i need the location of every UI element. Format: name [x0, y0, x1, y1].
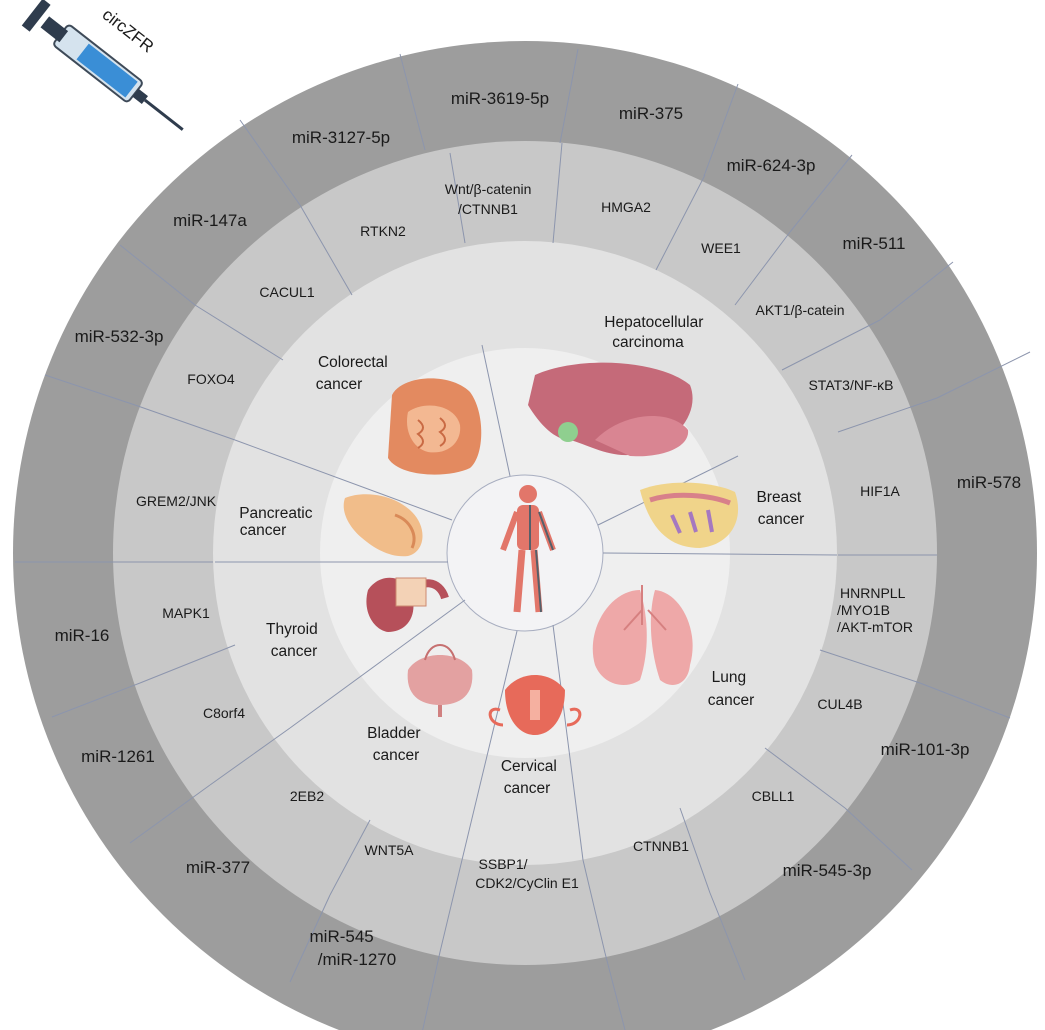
outer-ring-dividers — [15, 48, 1031, 1030]
target-label-grem2: GREM2/JNK — [136, 493, 217, 509]
mirna-label-511: miR-511 — [843, 234, 906, 253]
target-label-hif1a: HIF1A — [860, 483, 900, 499]
breast-tissue-icon — [640, 482, 739, 548]
target-label-ctnnb1: CTNNB1 — [633, 838, 689, 854]
lungs-icon — [592, 585, 693, 685]
cancer-label-colorectal: Colorectal cancer — [316, 354, 392, 393]
target-label-stat3: STAT3/NF-κB — [808, 377, 893, 393]
mirna-label-532: miR-532-3p — [75, 327, 164, 346]
cancer-label-bladder: Bladder cancer — [367, 725, 425, 764]
cancer-label-hepatocellular: Hepatocellular carcinoma — [604, 314, 707, 351]
target-label-c8orf4: C8orf4 — [203, 705, 245, 721]
target-label-cul4b: CUL4B — [817, 696, 862, 712]
cancer-sector-dividers — [215, 344, 838, 861]
pancreas-icon — [343, 494, 423, 557]
target-label-mapk1: MAPK1 — [162, 605, 210, 621]
syringe-icon — [21, 0, 184, 131]
mirna-label-101: miR-101-3p — [881, 740, 970, 759]
target-label-cacul1: CACUL1 — [259, 284, 314, 300]
cancer-label-cervical: Cervical cancer — [501, 758, 561, 797]
target-label-hmga2: HMGA2 — [601, 199, 651, 215]
target-label-hnrnpll: HNRNPLL /MYO1B /AKT-mTOR — [837, 585, 913, 635]
thyroid-icon — [366, 577, 449, 632]
target-label-akt1: AKT1/β-catein — [756, 302, 845, 318]
mirna-label-624: miR-624-3p — [727, 156, 816, 175]
middle-ring-dividers — [113, 142, 938, 954]
bladder-icon — [407, 644, 473, 717]
cancer-label-breast: Breast cancer — [756, 489, 805, 528]
mirna-label-545-1270: miR-545 /miR-1270 — [310, 927, 397, 969]
target-label-rtkn2: RTKN2 — [360, 223, 406, 239]
uterus-icon — [488, 675, 582, 735]
target-label-wnt: Wnt/β-catenin /CTNNB1 — [445, 181, 536, 217]
human-body-icon — [500, 485, 556, 613]
liver-icon — [528, 362, 693, 457]
cancer-label-pancreatic: Pancreatic cancer — [239, 505, 317, 539]
mirna-label-545-3p: miR-545-3p — [783, 861, 872, 880]
drug-title: circZFR — [99, 5, 158, 57]
target-label-foxo4: FOXO4 — [187, 371, 235, 387]
mirna-label-375: miR-375 — [619, 104, 683, 123]
target-label-wnt5a: WNT5A — [365, 842, 415, 858]
mirna-label-377: miR-377 — [186, 858, 250, 877]
target-label-cbll1: CBLL1 — [752, 788, 795, 804]
cancer-label-thyroid: Thyroid cancer — [266, 621, 322, 660]
target-label-2eb2: 2EB2 — [290, 788, 324, 804]
target-label-wee1: WEE1 — [701, 240, 741, 256]
mirna-label-1261: miR-1261 — [81, 747, 155, 766]
mirna-label-578: miR-578 — [957, 473, 1021, 492]
mirna-label-147a: miR-147a — [173, 211, 247, 230]
mirna-label-16: miR-16 — [55, 626, 110, 645]
target-label-ssbp1: SSBP1/ CDK2/CyClin E1 — [475, 856, 579, 891]
mirna-label-3127: miR-3127-5p — [292, 128, 390, 147]
cancer-label-lung: Lung cancer — [708, 669, 755, 709]
mirna-label-3619: miR-3619-5p — [451, 89, 549, 108]
intestine-icon — [388, 378, 482, 475]
